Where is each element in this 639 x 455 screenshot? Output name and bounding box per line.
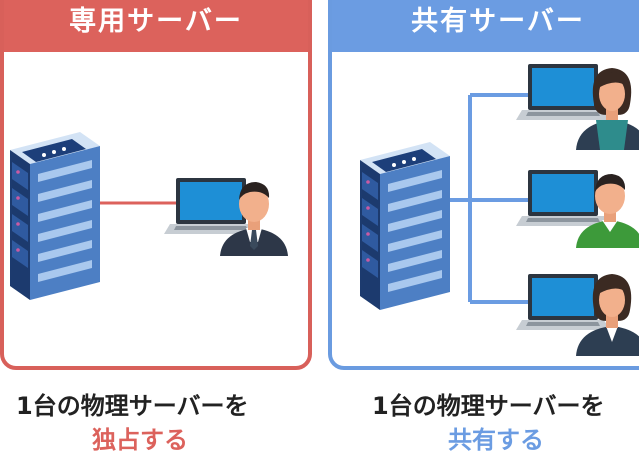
shared-connection-lines [444, 93, 530, 304]
server-diagram [10, 64, 639, 356]
dedicated-server-title: 専用サーバー [4, 0, 308, 52]
businesswoman-icon [576, 68, 639, 150]
shared-caption-line2: 共有する [448, 426, 544, 454]
server-rack-icon [10, 132, 100, 300]
businessman-icon [576, 174, 639, 248]
dedicated-caption-line1: 1台の物理サーバーを [16, 392, 249, 420]
dedicated-caption-line2: 独占する [92, 426, 188, 454]
server-rack-icon [360, 142, 450, 310]
shared-server-title: 共有サーバー [332, 0, 639, 52]
shared-caption-line1: 1台の物理サーバーを [372, 392, 605, 420]
